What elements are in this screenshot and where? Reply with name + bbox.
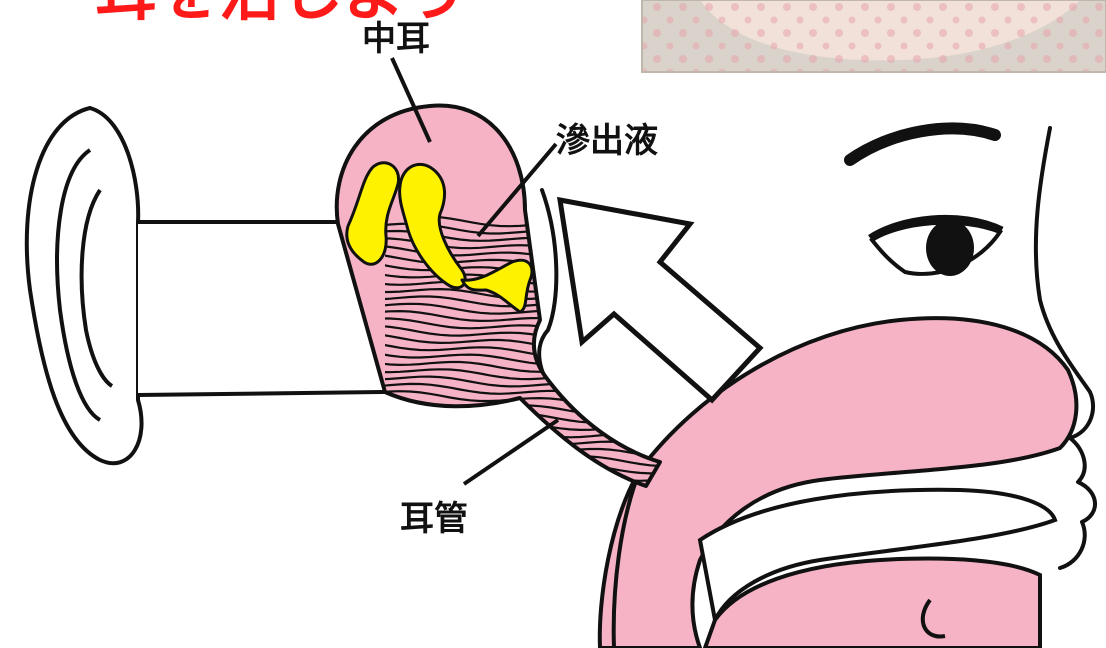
svg-text:滲出液: 滲出液 [556,121,658,161]
eye [868,214,1004,276]
ear-canal [137,220,386,397]
fluid-hatch-line [340,412,660,434]
label-middle-ear: 中耳 [362,19,432,143]
fluid-hatch-line [340,404,660,424]
label-eustachian-tube: 耳管 [400,418,560,539]
nasopharynx [597,316,1079,648]
child-photo [641,0,1106,73]
page-title: 耳を治しよう [95,0,467,29]
svg-text:耳管: 耳管 [400,499,468,539]
ossicles [345,161,534,314]
fluid-hatch-line [340,477,660,486]
arrow-icon [556,196,764,404]
fluid-hatch-line [340,419,660,443]
eyebrow-shape [844,122,1001,166]
outer-ear [24,105,144,466]
label-effusion: 滲出液 [476,121,658,238]
svg-text:中耳: 中耳 [362,19,430,59]
